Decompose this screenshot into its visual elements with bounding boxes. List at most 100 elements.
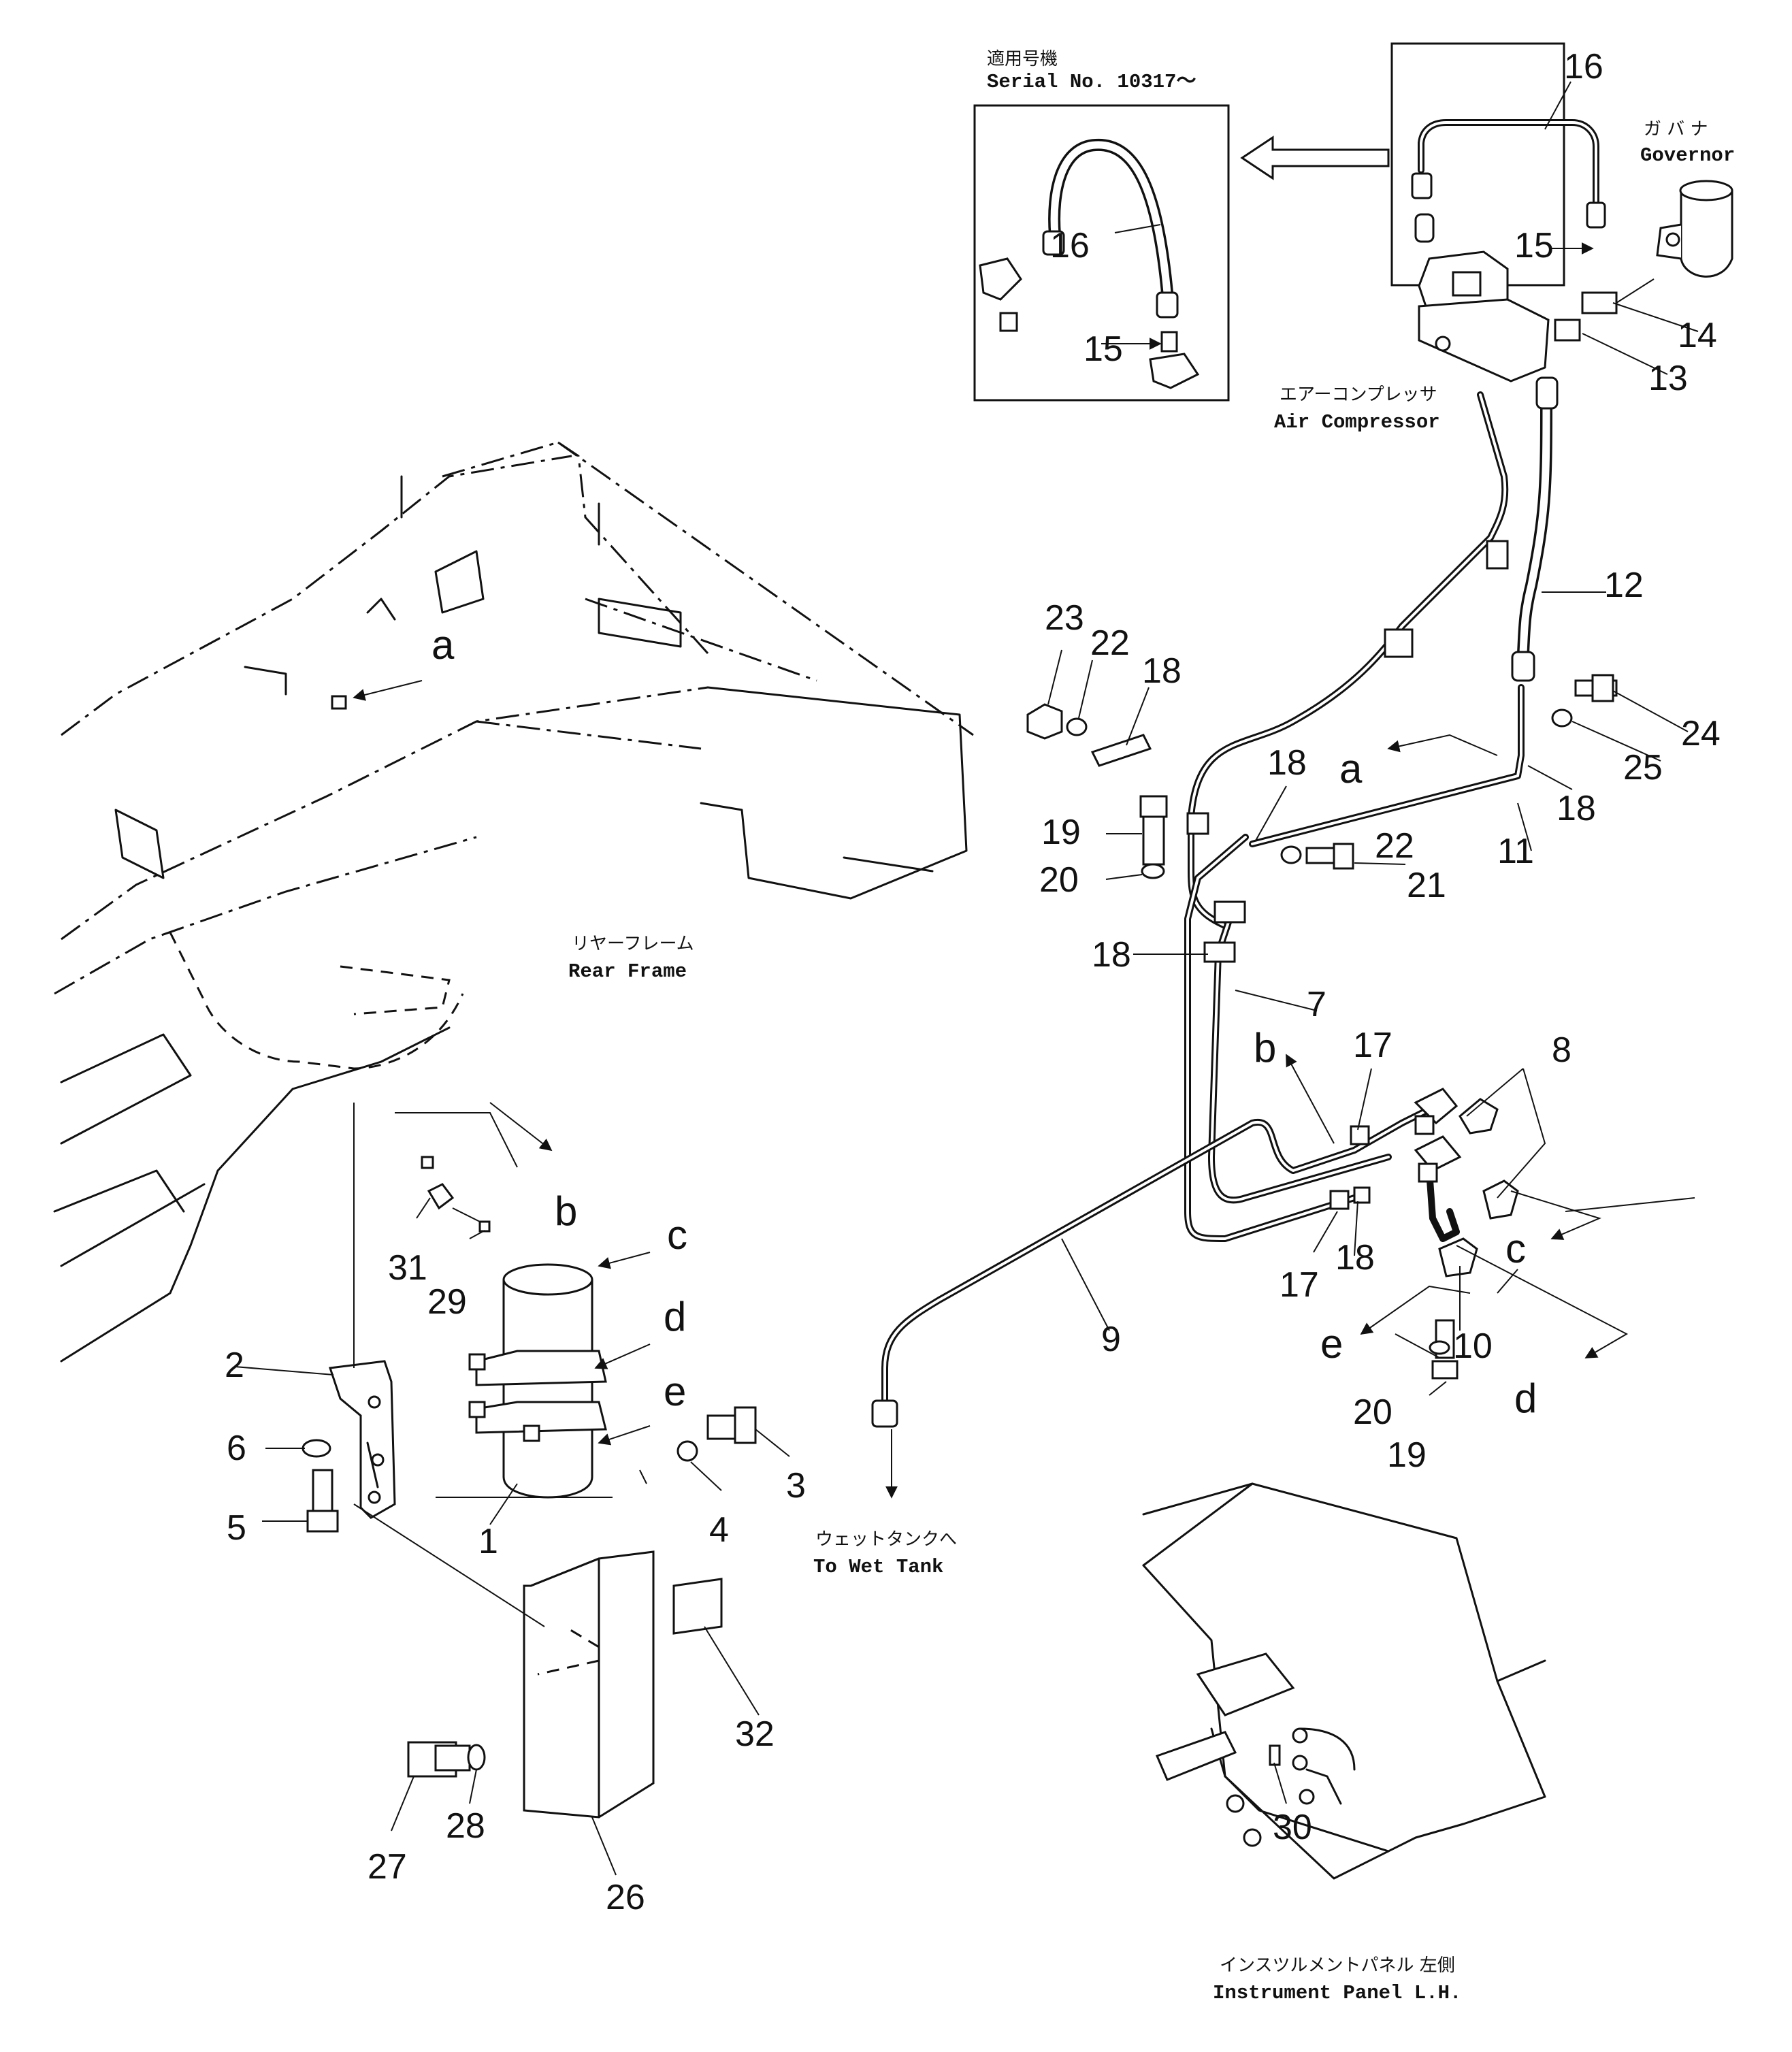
air-compressor-label-en: Air Compressor xyxy=(1274,411,1440,434)
inset-title-en: Serial No. 10317～ xyxy=(987,71,1196,93)
part-num-26: 26 xyxy=(606,1878,645,1917)
label-32 xyxy=(672,1578,723,1635)
ref-letter-e-pipe: e xyxy=(1320,1321,1343,1367)
washer-6 xyxy=(302,1439,331,1458)
part-29 xyxy=(478,1220,491,1233)
fitting-13 xyxy=(1554,319,1581,342)
part-num-16-inset: 16 xyxy=(1050,226,1090,265)
elbow-8a xyxy=(1459,1098,1499,1135)
part-num-17-top: 17 xyxy=(1353,1026,1392,1065)
fasteners-upper xyxy=(1026,674,1618,1380)
inset-frame xyxy=(973,104,1230,402)
part-num-21: 21 xyxy=(1407,866,1446,905)
part-num-15-inset: 15 xyxy=(1084,329,1123,369)
rear-frame-label-en: Rear Frame xyxy=(568,960,687,983)
bolt-5 xyxy=(312,1469,333,1519)
elbow-10 xyxy=(1438,1237,1478,1277)
part-num-28: 28 xyxy=(446,1806,485,1846)
part-num-4: 4 xyxy=(709,1510,729,1550)
inset-port-fitting xyxy=(1149,353,1200,389)
bracket-2 xyxy=(328,1360,396,1519)
inset-elbow-fitting xyxy=(979,257,1022,301)
frame-hidden-outline xyxy=(169,932,464,1070)
part-num-16-box: 16 xyxy=(1564,47,1603,86)
part-num-15-box: 15 xyxy=(1514,226,1554,265)
part-num-13: 13 xyxy=(1648,359,1688,398)
clamp-lower xyxy=(475,1401,607,1434)
cover-26 xyxy=(523,1550,655,1819)
wet-tank-label-en: To Wet Tank xyxy=(813,1556,943,1578)
part-num-6: 6 xyxy=(227,1429,246,1468)
part-num-27: 27 xyxy=(368,1847,407,1887)
governor xyxy=(1656,180,1733,278)
part-num-12: 12 xyxy=(1604,566,1644,605)
part-num-3: 3 xyxy=(786,1466,806,1505)
clip-17-upper xyxy=(1350,1125,1370,1145)
part-num-22-mid: 22 xyxy=(1375,826,1414,866)
part-num-18-mid: 18 xyxy=(1267,743,1307,783)
part-num-18-right: 18 xyxy=(1557,789,1596,828)
ref-letter-b-frame: b xyxy=(555,1188,577,1234)
air-compressor xyxy=(1418,250,1550,382)
clip-17-lower xyxy=(1329,1190,1350,1210)
washer-4 xyxy=(677,1440,698,1462)
rear-frame-label-jp: リヤーフレーム xyxy=(572,934,694,954)
instrument-panel xyxy=(1142,1482,1546,1880)
part-num-18-left: 18 xyxy=(1092,935,1131,975)
ref-letter-c-pipe: c xyxy=(1505,1226,1526,1271)
washer-22b xyxy=(1280,845,1302,864)
compressor-box xyxy=(1390,42,1606,287)
washer-28 xyxy=(467,1744,486,1771)
part-num-19-bottom: 19 xyxy=(1387,1435,1427,1475)
part-num-8: 8 xyxy=(1552,1030,1571,1070)
washer-20 xyxy=(1141,863,1165,879)
ref-letter-a-pipe: a xyxy=(1339,746,1363,792)
inset-fitting-15 xyxy=(1160,331,1178,353)
leader-lines xyxy=(234,81,1699,1876)
inset-title-jp: 適用号機 xyxy=(987,49,1058,69)
part-num-29: 29 xyxy=(427,1282,467,1322)
part-num-32: 32 xyxy=(735,1714,775,1754)
ref-letter-a-frame: a xyxy=(431,622,455,668)
nut-23 xyxy=(1026,703,1063,740)
part-num-18-bottom: 18 xyxy=(1335,1238,1375,1277)
wet-tank-label-jp: ウェットタンクへ xyxy=(815,1529,957,1550)
box-fitting-15 xyxy=(1586,201,1606,229)
governor-label-en: Governor xyxy=(1640,144,1735,167)
governor-label-jp: ガ バ ナ xyxy=(1644,119,1708,140)
panel-switch xyxy=(1155,1731,1237,1781)
part-num-17-bottom: 17 xyxy=(1280,1265,1319,1305)
washer-20b xyxy=(1429,1340,1450,1355)
serial-inset: 適用号機 Serial No. 10317～ xyxy=(973,49,1230,402)
part-num-20-top: 20 xyxy=(1039,860,1079,900)
inset-pointer-arrow xyxy=(1240,135,1390,180)
part-31 xyxy=(427,1183,455,1210)
part-num-14: 14 xyxy=(1678,316,1717,355)
dryer-body-1 xyxy=(502,1280,593,1499)
ref-letter-b-pipe: b xyxy=(1254,1025,1276,1071)
part-num-1: 1 xyxy=(478,1522,498,1561)
instrument-panel-label-jp: インスツルメントパネル 左側 xyxy=(1220,1955,1455,1976)
air-dryer xyxy=(468,1263,607,1499)
part-num-22-top: 22 xyxy=(1090,623,1130,663)
washer-22 xyxy=(1066,717,1088,736)
part-num-19-top: 19 xyxy=(1041,813,1081,852)
reference-arrows xyxy=(353,680,1629,1627)
clamp-upper xyxy=(475,1350,607,1386)
rear-frame xyxy=(53,441,974,1363)
part-num-11: 11 xyxy=(1497,832,1534,871)
elbow-8b xyxy=(1482,1179,1519,1220)
part-num-9: 9 xyxy=(1101,1320,1121,1359)
part-num-18-top: 18 xyxy=(1142,651,1182,691)
part-num-5: 5 xyxy=(227,1508,246,1548)
ref-letter-d-pipe: d xyxy=(1514,1375,1537,1421)
part-num-10: 10 xyxy=(1453,1326,1493,1366)
air-compressor-label-jp: エアーコンプレッサ xyxy=(1280,385,1437,405)
part-num-20-bottom: 20 xyxy=(1353,1393,1392,1432)
ref-letter-d-dryer: d xyxy=(664,1294,686,1339)
part-num-30: 30 xyxy=(1273,1808,1312,1847)
washer-25 xyxy=(1551,709,1573,728)
fitting-14 xyxy=(1581,291,1618,314)
part-num-23: 23 xyxy=(1045,598,1084,638)
